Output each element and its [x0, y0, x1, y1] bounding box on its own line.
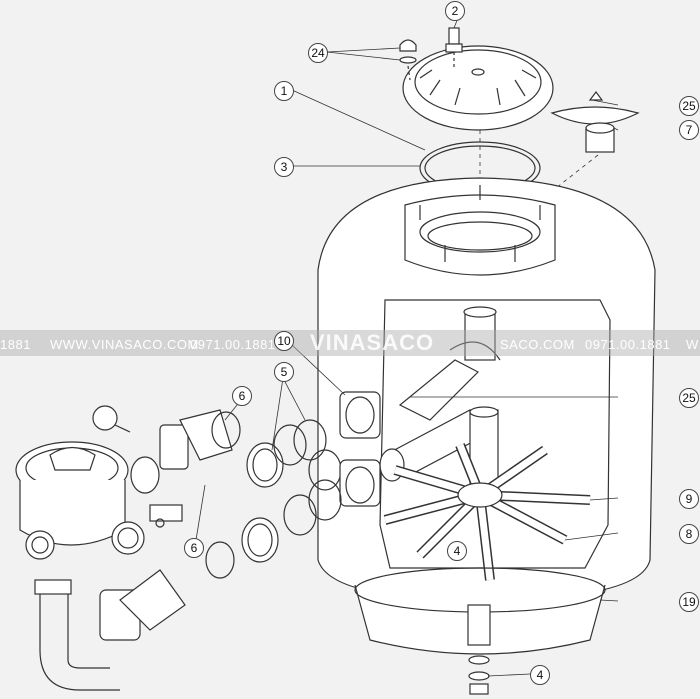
tank-base	[354, 567, 606, 695]
lower-collector-pipe	[379, 406, 499, 491]
union-upper	[246, 391, 381, 491]
cap-nut	[399, 39, 417, 81]
watermark-edge-right: W	[686, 337, 699, 352]
watermark-website-partial: SACO.COM	[500, 337, 575, 352]
callout-7: 7	[679, 120, 699, 140]
callout-8: 8	[679, 524, 699, 544]
callout-6-top: 6	[232, 386, 252, 406]
watermark-website: WWW.VINASACO.COM	[50, 337, 199, 352]
callout-4-inner: 4	[447, 541, 467, 561]
watermark-phone-partial: 0971.00.1881	[585, 337, 671, 352]
drain-pipe	[34, 541, 235, 691]
watermark-logo: VINASACO	[310, 330, 435, 355]
filter-cover	[402, 45, 554, 131]
leader-lines	[195, 17, 619, 677]
callout-25-top: 25	[679, 96, 699, 116]
pressure-gauge	[92, 405, 131, 433]
laterals	[383, 443, 591, 581]
callout-1: 1	[274, 81, 294, 101]
watermark-edge-left: 1881	[0, 337, 31, 352]
watermark-band	[0, 330, 700, 356]
callout-3: 3	[274, 157, 294, 177]
diffuser-dome	[489, 91, 640, 241]
union-lower	[241, 459, 381, 563]
callout-4-bottom: 4	[530, 665, 550, 685]
valve-outlet-fittings	[149, 409, 241, 528]
callout-9: 9	[679, 489, 699, 509]
callout-19: 19	[679, 592, 699, 612]
callout-6-bottom: 6	[184, 538, 204, 558]
upper-collector-pipe	[398, 306, 501, 421]
multiport-valve	[15, 441, 160, 560]
callout-5: 5	[274, 362, 294, 382]
callout-10: 10	[274, 331, 294, 351]
callout-25-mid: 25	[679, 388, 699, 408]
callout-24: 24	[308, 43, 328, 63]
watermark-phone: 0971.00.1881	[190, 337, 276, 352]
callout-2: 2	[445, 1, 465, 21]
